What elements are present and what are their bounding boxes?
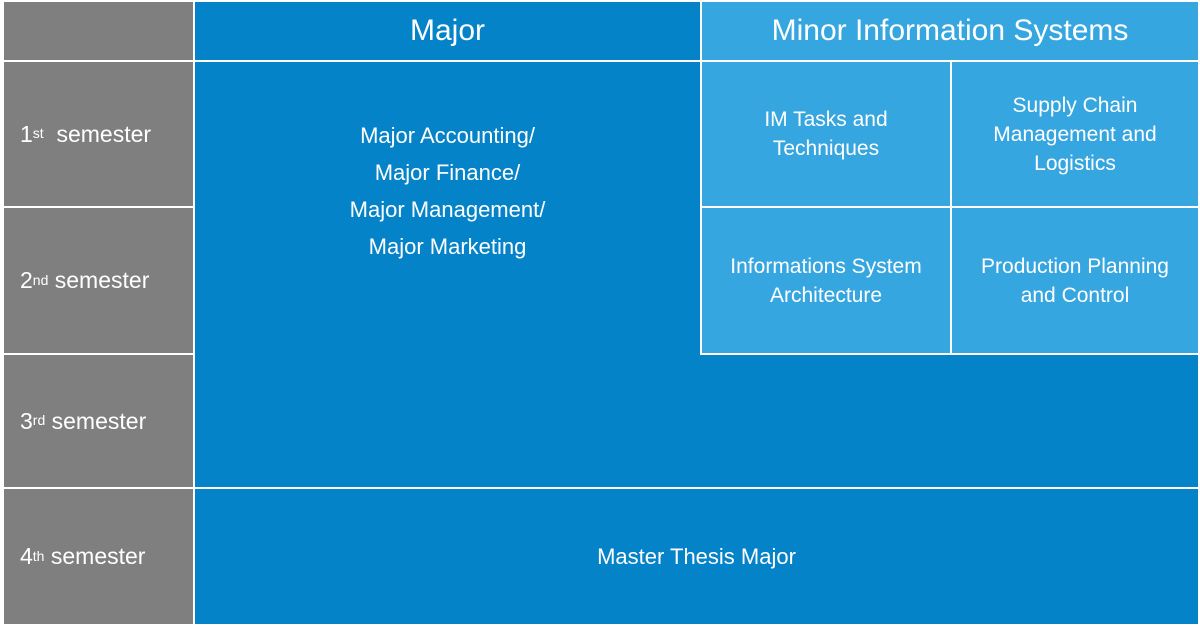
minor-course-supply-chain: Supply Chain Management and Logistics [952,62,1198,206]
master-thesis-label: Master Thesis Major [597,543,796,569]
major-option: Major Finance/ [374,160,521,185]
master-thesis-block: Master Thesis Major [195,489,1198,624]
minor-header-label: Minor Information Systems [771,14,1129,47]
minor-header: Minor Information Systems [702,2,1198,60]
minor-course-im-tasks: IM Tasks and Techniques [702,62,950,206]
corner-cell [4,2,193,60]
minor-course-is-architecture: Informations System Architecture [702,208,950,353]
major-option: Major Accounting/ [360,123,535,148]
major-header-label: Major [409,14,485,47]
major-header: Major [195,2,700,60]
major-option: Major Marketing [368,234,527,259]
minor-course-production-planning: Production Planning and Control [952,208,1198,353]
major-block: Major Accounting/ Major Finance/ Major M… [195,62,700,487]
major-options: Major Accounting/ Major Finance/ Major M… [350,117,546,265]
major-option: Major Management/ [349,197,546,222]
major-block-extension [700,355,1198,487]
